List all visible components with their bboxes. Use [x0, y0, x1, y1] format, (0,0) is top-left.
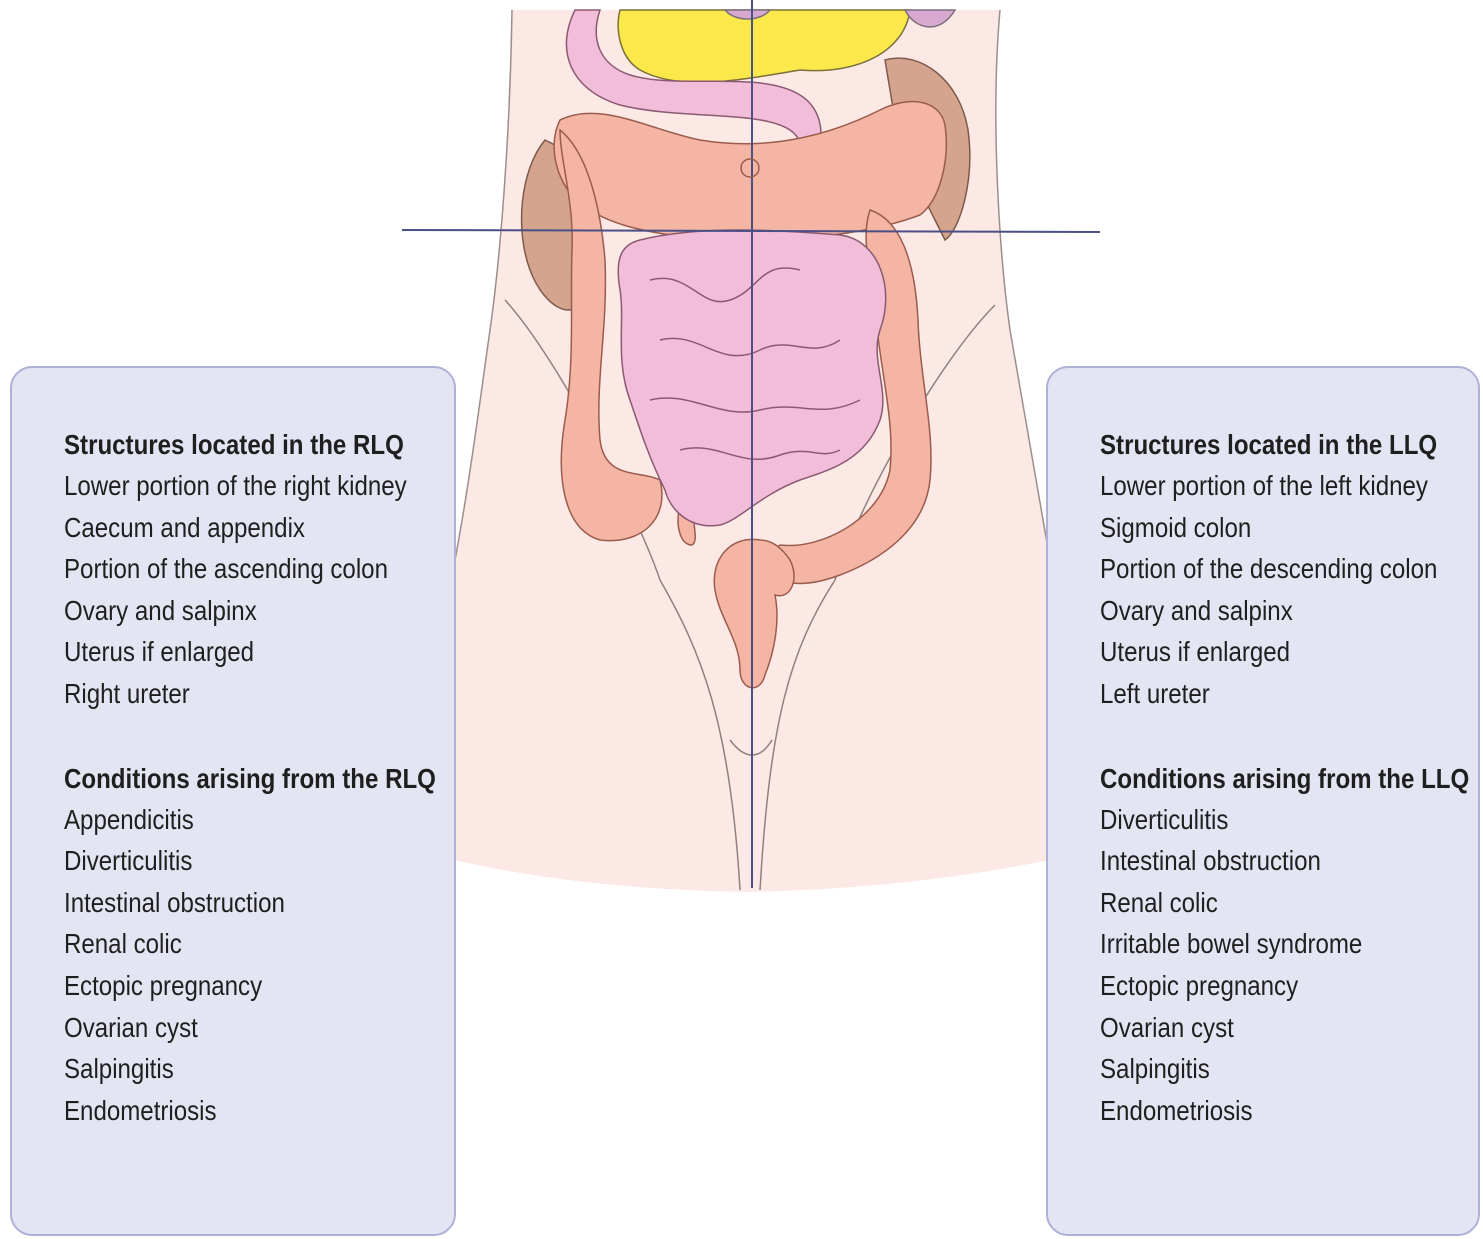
rlq-structure-item: Caecum and appendix — [64, 507, 391, 549]
rlq-structures-heading: Structures located in the RLQ — [64, 424, 391, 465]
rlq-structure-item: Uterus if enlarged — [64, 631, 391, 673]
rlq-structure-item: Right ureter — [64, 673, 391, 715]
llq-condition-item: Irritable bowel syndrome — [1100, 923, 1416, 965]
llq-condition-item: Ectopic pregnancy — [1100, 965, 1416, 1007]
llq-structure-item: Ovary and salpinx — [1100, 590, 1416, 632]
llq-condition-item: Diverticulitis — [1100, 799, 1416, 841]
rlq-structure-item: Lower portion of the right kidney — [64, 465, 391, 507]
llq-condition-item: Intestinal obstruction — [1100, 840, 1416, 882]
llq-structures-heading: Structures located in the LLQ — [1100, 424, 1416, 465]
rlq-structure-item: Portion of the ascending colon — [64, 548, 391, 590]
llq-conditions-heading: Conditions arising from the LLQ — [1100, 758, 1416, 799]
rlq-structure-item: Ovary and salpinx — [64, 590, 391, 632]
rlq-condition-item: Diverticulitis — [64, 840, 391, 882]
llq-condition-item: Renal colic — [1100, 882, 1416, 924]
llq-condition-item: Endometriosis — [1100, 1090, 1416, 1132]
rlq-condition-item: Intestinal obstruction — [64, 882, 391, 924]
rlq-condition-item: Endometriosis — [64, 1090, 391, 1132]
llq-panel: Structures located in the LLQ Lower port… — [1046, 366, 1480, 1236]
rlq-condition-item: Ectopic pregnancy — [64, 965, 391, 1007]
rlq-panel: Structures located in the RLQ Lower port… — [10, 366, 456, 1236]
llq-structure-item: Uterus if enlarged — [1100, 631, 1416, 673]
llq-condition-item: Salpingitis — [1100, 1048, 1416, 1090]
rlq-condition-item: Salpingitis — [64, 1048, 391, 1090]
rlq-condition-item: Ovarian cyst — [64, 1007, 391, 1049]
rlq-condition-item: Renal colic — [64, 923, 391, 965]
llq-structure-item: Portion of the descending colon — [1100, 548, 1416, 590]
rlq-conditions-heading: Conditions arising from the RLQ — [64, 758, 391, 799]
llq-condition-item: Ovarian cyst — [1100, 1007, 1416, 1049]
llq-structure-item: Left ureter — [1100, 673, 1416, 715]
llq-structure-item: Lower portion of the left kidney — [1100, 465, 1416, 507]
llq-structure-item: Sigmoid colon — [1100, 507, 1416, 549]
rlq-condition-item: Appendicitis — [64, 799, 391, 841]
